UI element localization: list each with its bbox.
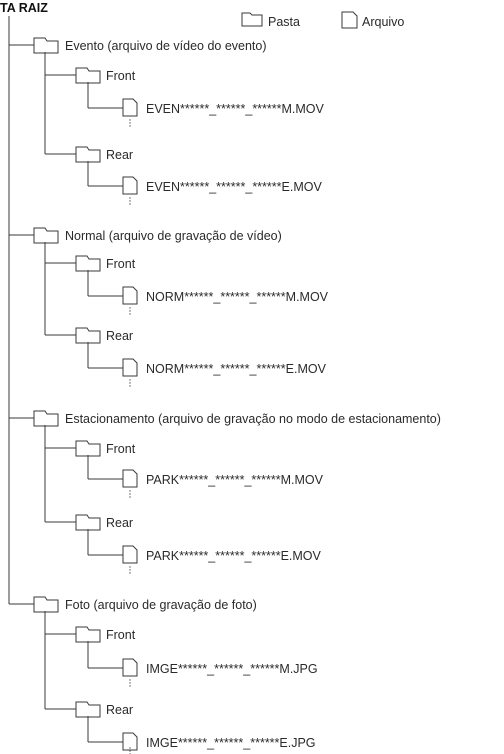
ellipsis-dot <box>129 685 131 687</box>
rear-folder-icon <box>75 146 101 163</box>
front-folder-label: Front <box>106 257 136 271</box>
ellipsis-dot <box>129 682 131 684</box>
ellipsis-dot <box>129 490 131 492</box>
rear-folder-icon <box>75 327 101 344</box>
file-icon <box>122 286 138 305</box>
ellipsis-dot <box>129 493 131 495</box>
ellipsis-dot <box>129 379 131 381</box>
group-folder-label: Evento (arquivo de vídeo do evento) <box>65 39 267 53</box>
front-folder-icon <box>75 255 101 272</box>
rear-folder-label: Rear <box>106 703 134 717</box>
ellipsis-dot <box>129 566 131 568</box>
folder-icon <box>33 227 59 244</box>
ellipsis-dot <box>129 496 131 498</box>
ellipsis-dot <box>129 382 131 384</box>
file-icon <box>122 176 138 195</box>
root-folder-label: TA RAIZ <box>0 1 48 15</box>
front-file-label: EVEN******_******_******M.MOV <box>146 102 324 116</box>
rear-file-label: PARK******_******_******E.MOV <box>146 549 321 563</box>
ellipsis-dot <box>129 569 131 571</box>
ellipsis-dot <box>129 200 131 202</box>
ellipsis-dot <box>129 572 131 574</box>
rear-folder-icon <box>75 514 101 531</box>
rear-file-label: NORM******_******_******E.MOV <box>146 362 326 376</box>
ellipsis-dot <box>129 122 131 124</box>
ellipsis-dot <box>129 750 131 752</box>
rear-folder-label: Rear <box>106 148 134 162</box>
file-icon <box>122 469 138 488</box>
rear-folder-icon <box>75 701 101 718</box>
ellipsis-dot <box>129 119 131 121</box>
front-folder-label: Front <box>106 628 136 642</box>
front-folder-icon <box>75 626 101 643</box>
folder-icon <box>33 596 59 613</box>
ellipsis-dot <box>129 310 131 312</box>
rear-folder-label: Rear <box>106 329 134 343</box>
rear-file-label: IMGE******_******_******E.JPG <box>146 736 316 750</box>
file-icon <box>122 732 138 751</box>
front-folder-icon <box>75 67 101 84</box>
front-file-label: PARK******_******_******M.MOV <box>146 473 323 487</box>
folder-icon <box>33 410 59 427</box>
ellipsis-dot <box>129 747 131 749</box>
ellipsis-dot <box>129 125 131 127</box>
front-file-label: NORM******_******_******M.MOV <box>146 290 329 304</box>
file-icon <box>122 658 138 677</box>
ellipsis-dot <box>129 197 131 199</box>
file-icon <box>122 545 138 564</box>
front-folder-label: Front <box>106 442 136 456</box>
legend-folder-icon <box>241 12 263 27</box>
front-folder-icon <box>75 440 101 457</box>
rear-folder-label: Rear <box>106 516 134 530</box>
ellipsis-dot <box>129 313 131 315</box>
ellipsis-dot <box>129 679 131 681</box>
rear-file-label: EVEN******_******_******E.MOV <box>146 180 322 194</box>
legend-folder-label: Pasta <box>268 15 300 29</box>
legend-file-icon <box>341 11 358 29</box>
front-folder-label: Front <box>106 69 136 83</box>
group-folder-label: Foto (arquivo de gravação de foto) <box>65 598 257 612</box>
ellipsis-dot <box>129 307 131 309</box>
legend-file-label: Arquivo <box>362 15 405 29</box>
file-icon <box>122 98 138 117</box>
file-icon <box>122 358 138 377</box>
folder-icon <box>33 37 59 54</box>
ellipsis-dot <box>129 203 131 205</box>
group-folder-label: Estacionamento (arquivo de gravação no m… <box>65 412 441 426</box>
ellipsis-dot <box>129 385 131 387</box>
group-folder-label: Normal (arquivo de gravação de vídeo) <box>65 229 282 243</box>
front-file-label: IMGE******_******_******M.JPG <box>146 662 318 676</box>
